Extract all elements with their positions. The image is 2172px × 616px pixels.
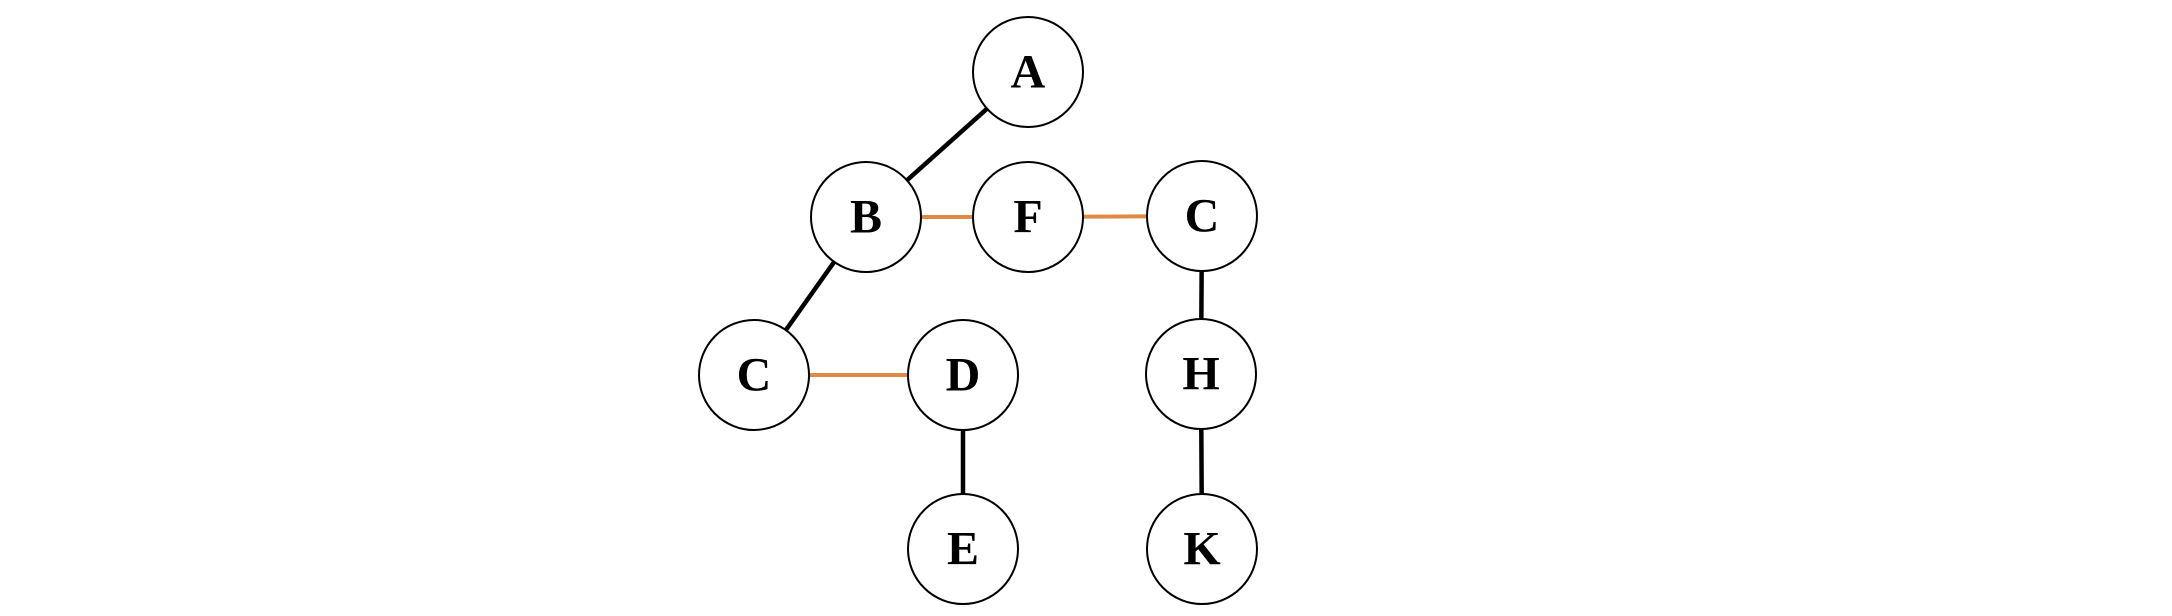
node-circle xyxy=(1146,160,1258,272)
node-label: A xyxy=(1011,46,1046,99)
node-label: C xyxy=(1185,190,1220,243)
node-B: B xyxy=(810,161,922,273)
node-C-top: C xyxy=(1146,160,1258,272)
node-D: D xyxy=(907,319,1019,431)
node-K: K xyxy=(1146,493,1258,605)
node-H: H xyxy=(1145,318,1257,430)
node-circle xyxy=(907,493,1019,605)
edge-layer xyxy=(752,70,1205,550)
node-circle xyxy=(1145,318,1257,430)
node-label: H xyxy=(1182,348,1219,401)
node-circle xyxy=(972,16,1084,128)
node-circle xyxy=(972,161,1084,273)
node-F: F xyxy=(972,161,1084,273)
node-label: C xyxy=(737,349,772,402)
node-label: F xyxy=(1013,191,1042,244)
node-circle xyxy=(810,161,922,273)
node-A: A xyxy=(972,16,1084,128)
node-label: B xyxy=(850,191,882,244)
node-circle xyxy=(1146,493,1258,605)
node-E: E xyxy=(907,493,1019,605)
node-label: E xyxy=(947,523,979,576)
node-C-left: C xyxy=(698,319,810,431)
node-circle xyxy=(907,319,1019,431)
node-label: K xyxy=(1183,523,1220,576)
node-label: D xyxy=(946,349,981,402)
node-circle xyxy=(698,319,810,431)
node-layer: A B F C C D H E K xyxy=(698,16,1258,605)
